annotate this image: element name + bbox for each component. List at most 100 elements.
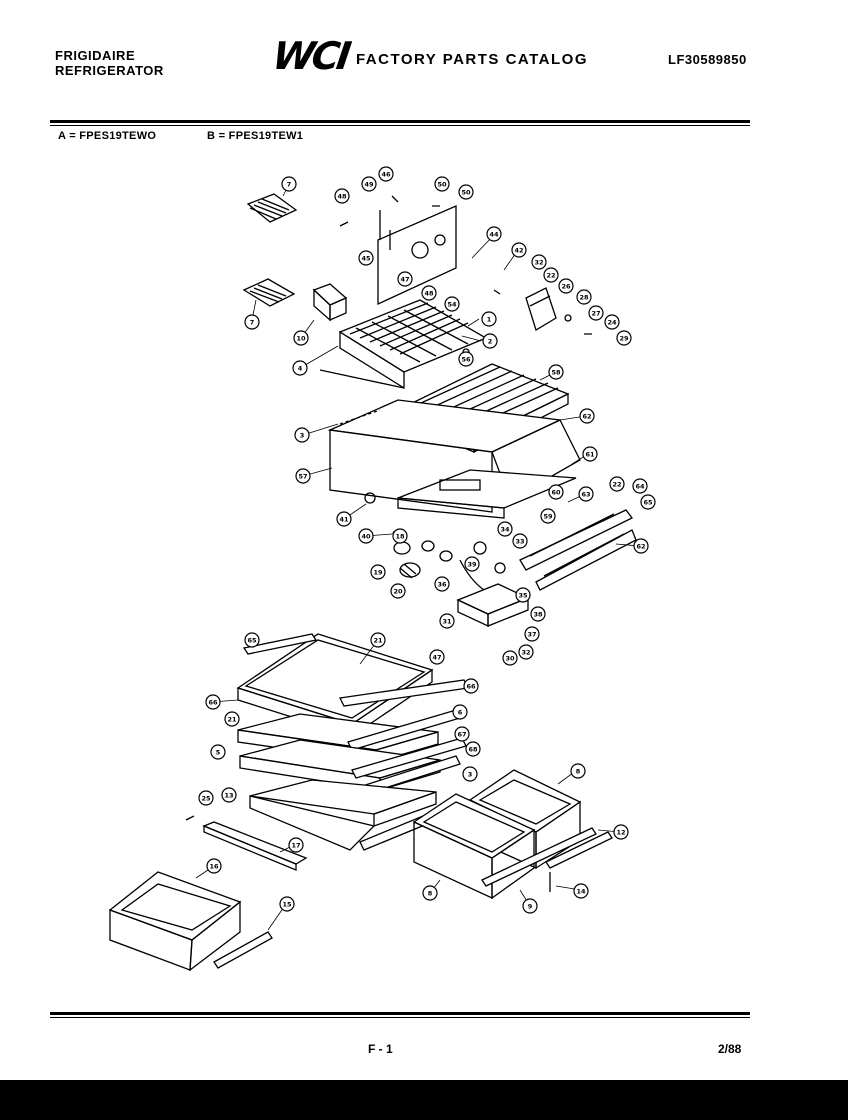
- vent-grille-lower: [242, 278, 296, 307]
- callout-7: 7: [281, 176, 297, 192]
- callout-number: 21: [227, 715, 237, 723]
- callout-number: 24: [607, 318, 617, 326]
- model-a: A = FPES19TEWO: [58, 130, 157, 142]
- callout-number: 36: [437, 580, 447, 588]
- callout-8: 8: [422, 885, 438, 901]
- scan-edge-band: [0, 1080, 848, 1120]
- callout-number: 27: [591, 309, 600, 317]
- callout-18: 18: [392, 528, 408, 544]
- callout-48: 48: [334, 188, 350, 204]
- callout-29: 29: [616, 330, 632, 346]
- control-box: [456, 541, 530, 628]
- callout-number: 62: [636, 542, 645, 550]
- callout-4: 4: [292, 360, 308, 376]
- callout-number: 64: [635, 482, 645, 490]
- page-number: F - 1: [368, 1042, 393, 1056]
- callout-67: 67: [454, 726, 470, 742]
- callout-21: 21: [370, 632, 386, 648]
- callout-number: 61: [585, 450, 595, 458]
- callout-22: 22: [543, 267, 559, 283]
- callout-number: 38: [533, 610, 543, 618]
- callout-48: 48: [421, 285, 437, 301]
- callout-number: 47: [432, 653, 441, 661]
- door-bracket: [525, 287, 557, 331]
- footer-rule: [50, 1012, 750, 1015]
- callout-number: 62: [582, 412, 591, 420]
- callout-41: 41: [336, 511, 352, 527]
- callout-13: 13: [221, 787, 237, 803]
- callout-19: 19: [370, 564, 386, 580]
- callout-number: 4: [298, 364, 303, 372]
- callout-16: 16: [206, 858, 222, 874]
- callout-56: 56: [458, 351, 474, 367]
- callout-number: 34: [500, 525, 510, 533]
- brand-name: FRIGIDAIRE: [55, 48, 136, 63]
- divider-panel: [327, 399, 581, 513]
- callout-47: 47: [397, 271, 413, 287]
- callout-15: 15: [279, 896, 295, 912]
- callout-2: 2: [482, 333, 498, 349]
- callout-number: 59: [543, 512, 553, 520]
- callout-32: 32: [518, 644, 534, 660]
- callout-35: 35: [515, 587, 531, 603]
- callout-number: 66: [208, 698, 218, 706]
- callout-60: 60: [548, 484, 564, 500]
- callout-32: 32: [531, 254, 547, 270]
- callout-number: 2: [488, 337, 493, 345]
- callout-17: 17: [288, 837, 304, 853]
- callout-30: 30: [502, 650, 518, 666]
- callout-number: 9: [528, 902, 533, 910]
- callout-number: 6: [458, 708, 463, 716]
- model-b: B = FPES19TEW1: [207, 130, 304, 142]
- callout-number: 10: [296, 334, 306, 342]
- callout-7: 7: [244, 314, 260, 330]
- callout-number: 32: [534, 258, 543, 266]
- callout-20: 20: [390, 583, 406, 599]
- callout-10: 10: [293, 330, 309, 346]
- callout-number: 48: [337, 192, 347, 200]
- callout-number: 29: [619, 334, 629, 342]
- callout-62: 62: [633, 538, 649, 554]
- callout-39: 39: [464, 556, 480, 572]
- callout-number: 8: [576, 767, 581, 775]
- lower-plate: [397, 469, 577, 519]
- callout-number: 37: [527, 630, 536, 638]
- callout-65: 65: [640, 494, 656, 510]
- callout-number: 3: [300, 431, 305, 439]
- meat-pan: [108, 871, 273, 972]
- callout-number: 3: [468, 770, 473, 778]
- callout-number: 13: [224, 791, 233, 799]
- header-rule: [50, 120, 750, 123]
- callout-number: 40: [361, 532, 371, 540]
- callout-58: 58: [548, 364, 564, 380]
- callout-number: 26: [561, 282, 571, 290]
- callout-number: 7: [287, 180, 292, 188]
- callout-number: 28: [579, 293, 589, 301]
- callout-number: 19: [373, 568, 383, 576]
- callout-number: 32: [521, 648, 530, 656]
- callout-50: 50: [434, 176, 450, 192]
- callout-number: 65: [643, 498, 653, 506]
- callout-number: 48: [424, 289, 434, 297]
- callout-number: 54: [447, 300, 457, 308]
- callout-61: 61: [582, 446, 598, 462]
- callout-66: 66: [463, 678, 479, 694]
- callout-46: 46: [378, 166, 394, 182]
- callout-number: 21: [373, 636, 383, 644]
- callout-number: 68: [468, 745, 478, 753]
- callout-number: 12: [616, 828, 625, 836]
- callout-number: 41: [339, 515, 349, 523]
- callout-34: 34: [497, 521, 513, 537]
- callout-number: 16: [209, 862, 219, 870]
- catalog-title: FACTORY PARTS CATALOG: [355, 50, 589, 68]
- fresh-food-shelf-top: [236, 633, 469, 738]
- callout-number: 35: [518, 591, 528, 599]
- callout-number: 17: [291, 841, 300, 849]
- callout-9: 9: [522, 898, 538, 914]
- callout-42: 42: [511, 242, 527, 258]
- callout-66: 66: [205, 694, 221, 710]
- header-rule-thin: [50, 125, 750, 126]
- callout-number: 42: [514, 246, 523, 254]
- callout-number: 18: [395, 532, 405, 540]
